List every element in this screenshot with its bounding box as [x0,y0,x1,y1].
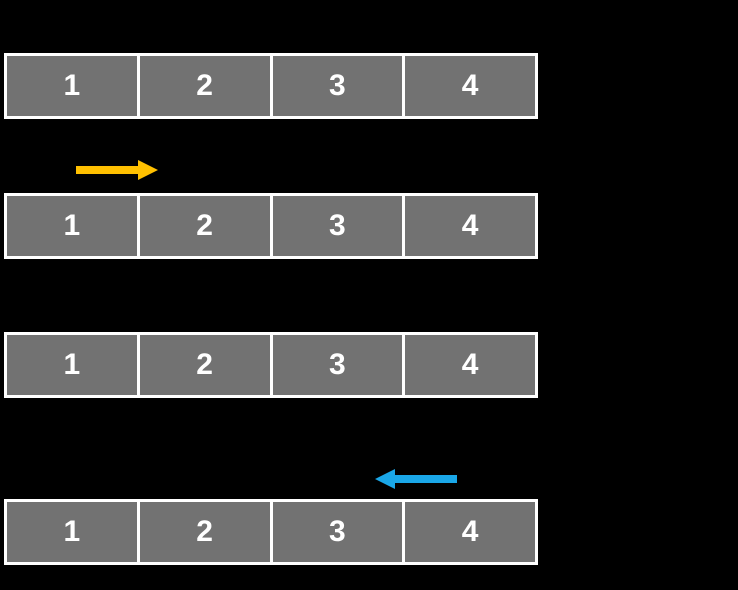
array-cell[interactable]: 1 [7,502,140,562]
array-cell[interactable]: 4 [405,56,535,116]
array-cell[interactable]: 3 [272,196,406,256]
array-cell[interactable]: 2 [139,56,273,116]
array-cell[interactable]: 4 [405,502,535,562]
array-cell[interactable]: 1 [7,335,140,395]
arrow-right-icon [74,158,160,182]
arrow-left-icon [373,467,459,491]
array-cell[interactable]: 1 [7,56,140,116]
array-cell[interactable]: 2 [139,502,273,562]
array-cell[interactable]: 4 [405,335,535,395]
array-cell[interactable]: 2 [139,335,273,395]
array-row-4: 1 2 3 4 [4,499,538,565]
array-row-3: 1 2 3 4 [4,332,538,398]
array-cell[interactable]: 3 [272,335,406,395]
array-cell[interactable]: 1 [7,196,140,256]
array-cell[interactable]: 4 [405,196,535,256]
array-cell[interactable]: 3 [272,502,406,562]
array-cell[interactable]: 3 [272,56,406,116]
array-row-2: 1 2 3 4 [4,193,538,259]
array-cell[interactable]: 2 [139,196,273,256]
array-row-1: 1 2 3 4 [4,53,538,119]
